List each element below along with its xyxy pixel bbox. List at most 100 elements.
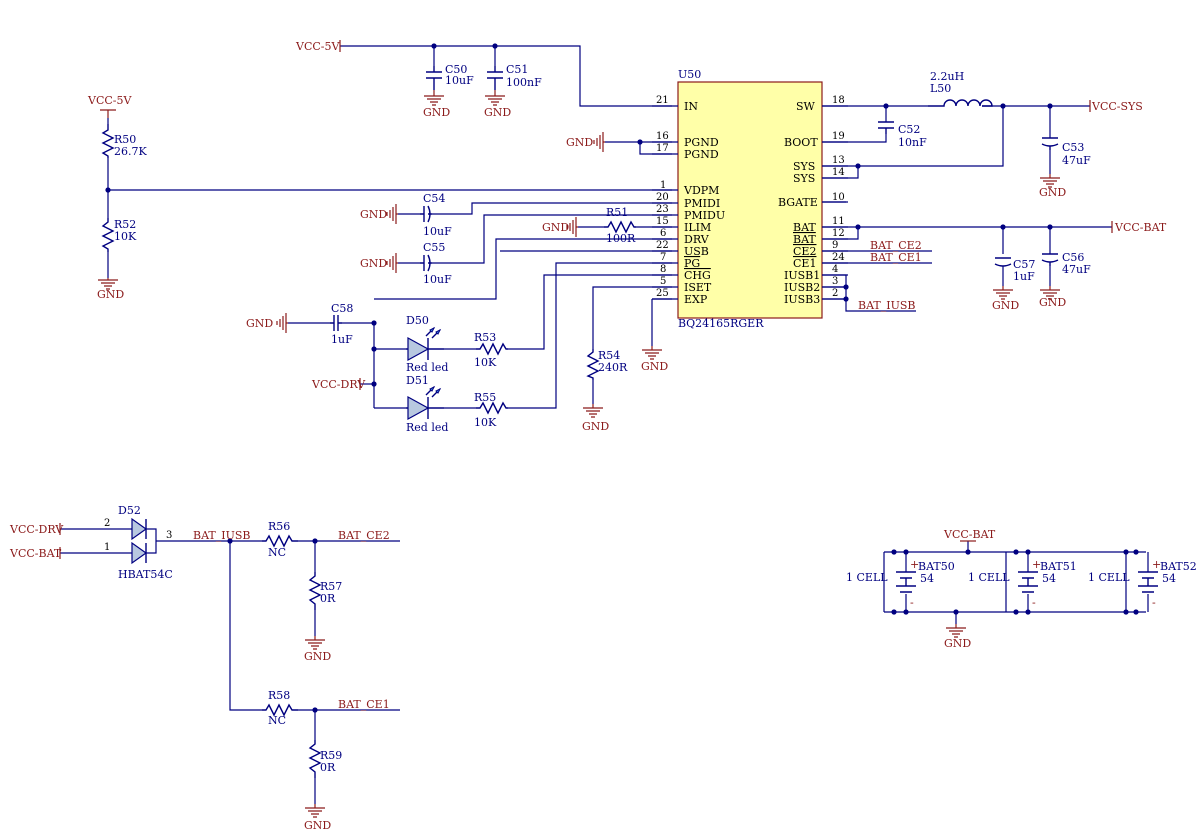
svg-text:BAT50: BAT50 [918,560,955,573]
ic-part: BQ24165RGER [678,317,764,330]
svg-text:R51: R51 [606,206,628,219]
svg-text:SYS: SYS [793,172,815,185]
svg-text:0R: 0R [320,761,336,774]
battery-bat51[interactable]: + - BAT51 54 1 CELL [968,558,1077,609]
net-vcc-bat-d52: VCC-BAT [9,547,62,560]
svg-text:2: 2 [832,288,838,299]
svg-text:GND: GND [423,106,450,119]
net-labels: BAT_CE2 BAT_CE1 BAT_IUSB BAT_IUSB BAT_CE… [193,239,922,711]
svg-text:13: 13 [832,155,845,166]
svg-text:1uF: 1uF [1013,270,1035,283]
svg-text:PGND: PGND [684,136,719,149]
ic-u50[interactable]: U50 BQ24165RGER 21 IN 16 PGND 17 PGND 1 … [652,68,848,330]
svg-text:GND: GND [1039,186,1066,199]
junctions [105,43,1139,713]
svg-text:3: 3 [832,276,838,287]
svg-text:1 CELL: 1 CELL [846,571,888,584]
svg-text:D50: D50 [406,314,429,327]
svg-text:10K: 10K [474,356,497,369]
svg-text:1uF: 1uF [331,333,353,346]
net-vcc-drv: VCC-DRV [311,378,366,391]
label-bat-iusb-d52: BAT_IUSB [193,529,251,542]
svg-text:+: + [1032,558,1041,571]
svg-text:GND: GND [944,637,971,650]
svg-text:54: 54 [920,572,934,585]
ic-ref: U50 [678,68,701,81]
battery-bat52[interactable]: + - BAT52 54 1 CELL [1088,558,1197,609]
label-bat-ce2-r56: BAT_CE2 [338,529,390,542]
svg-text:Red led: Red led [406,361,448,374]
net-vcc5v-top: VCC-5V [295,40,340,53]
svg-text:C52: C52 [898,123,920,136]
svg-text:GND: GND [542,221,569,234]
svg-text:14: 14 [832,167,845,178]
svg-text:17: 17 [656,143,669,154]
svg-text:ILIM: ILIM [684,221,711,234]
grounds: GND GND GND GND GND GND GND GND GND GND … [97,90,1066,832]
resistors[interactable]: R50 26.7K R52 10K R51 100R R53 10K R55 1… [101,124,636,778]
svg-text:5: 5 [660,276,666,287]
svg-text:26.7K: 26.7K [114,145,147,158]
svg-text:54: 54 [1042,572,1056,585]
svg-text:DRV: DRV [684,233,710,246]
svg-text:R54: R54 [598,349,620,362]
svg-text:+: + [910,558,919,571]
svg-text:VDPM: VDPM [683,184,719,197]
svg-text:21: 21 [656,95,669,106]
svg-text:47uF: 47uF [1062,263,1091,276]
svg-text:10K: 10K [114,230,137,243]
led-d51[interactable]: D51 Red led [406,374,448,434]
svg-text:22: 22 [656,240,669,251]
svg-text:IUSB1: IUSB1 [784,269,820,282]
svg-text:-: - [1152,596,1156,609]
power-ports: VCC-5V VCC-5V VCC-SYS VCC-BAT VCC-DRV VC… [9,40,1167,560]
svg-text:C55: C55 [423,241,445,254]
diode-d52[interactable]: D52 HBAT54C 2 1 3 [104,504,173,581]
svg-text:3: 3 [166,530,172,541]
ic-right-pins: 18 SW 19 BOOT 13 SYS 14 SYS 10 BGATE 11 … [778,95,845,306]
svg-text:EXP: EXP [684,293,708,306]
svg-text:D51: D51 [406,374,429,387]
svg-text:GND: GND [360,208,387,221]
svg-text:C58: C58 [331,302,353,315]
svg-text:R53: R53 [474,331,496,344]
label-bat-ce1: BAT_CE1 [870,251,922,264]
svg-text:100R: 100R [606,232,636,245]
svg-text:NC: NC [268,714,286,727]
svg-text:R52: R52 [114,218,136,231]
capacitors[interactable]: C50 10uF C51 100nF C52 10nF C53 47uF C57… [330,63,1091,346]
svg-text:GND: GND [992,299,1019,312]
inductor-l50[interactable]: 2.2uH L50 [928,70,993,107]
svg-text:NC: NC [268,546,286,559]
svg-text:0R: 0R [320,592,336,605]
svg-text:11: 11 [832,216,845,227]
svg-text:Red led: Red led [406,421,448,434]
svg-text:1: 1 [104,542,110,553]
svg-text:R57: R57 [320,580,342,593]
svg-text:54: 54 [1162,572,1176,585]
net-vcc-sys: VCC-SYS [1091,100,1143,113]
svg-text:4: 4 [832,264,838,275]
svg-text:GND: GND [1039,296,1066,309]
svg-text:-: - [910,596,914,609]
svg-text:C50: C50 [445,63,467,76]
led-d50[interactable]: D50 Red led [406,314,448,374]
svg-text:CHG: CHG [684,269,711,282]
svg-text:IUSB3: IUSB3 [784,293,820,306]
svg-text:BAT51: BAT51 [1040,560,1077,573]
net-vcc-bat-batteries: VCC-BAT [943,528,996,541]
svg-text:ISET: ISET [684,281,712,294]
svg-text:GND: GND [360,257,387,270]
svg-text:24: 24 [832,252,845,263]
svg-text:100nF: 100nF [506,76,542,89]
svg-text:-: - [1032,596,1036,609]
svg-text:2: 2 [104,518,110,529]
svg-text:10uF: 10uF [423,225,452,238]
battery-bat50[interactable]: + - BAT50 54 1 CELL [846,558,955,609]
svg-text:R59: R59 [320,749,342,762]
svg-text:10: 10 [832,192,845,203]
svg-text:BAT: BAT [793,221,816,234]
svg-text:BOOT: BOOT [784,136,818,149]
svg-text:1 CELL: 1 CELL [968,571,1010,584]
svg-text:10nF: 10nF [898,136,927,149]
